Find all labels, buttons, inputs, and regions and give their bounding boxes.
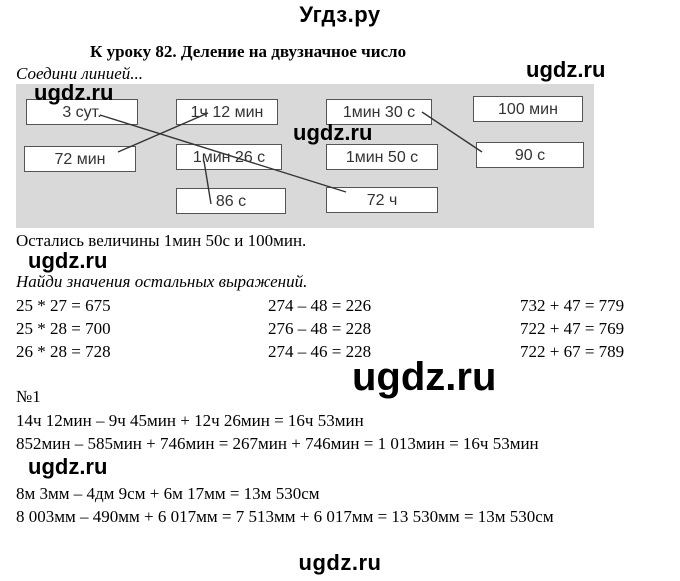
box-90s: 90 с [476,142,584,168]
expr-col2-row1: 274 – 48 = 226 [268,296,372,315]
box-100min: 100 мин [473,96,583,122]
watermark: ugdz.ru [293,120,373,145]
problem1-line3: 8м 3мм – 4дм 9см + 6м 17мм = 13м 530см [16,484,320,503]
box-1h-12min: 1ч 12 мин [176,99,278,125]
watermark: ugdz.ru [28,454,108,479]
task1-instruction: Соедини линией... [16,64,144,83]
problem1-line2: 852мин – 585мин + 746мин = 267мин + 746м… [16,434,539,453]
box-1min-30s: 1мин 30 с [326,99,432,125]
expr-col1-row2: 25 * 28 = 700 [16,319,111,338]
problem1-line4: 8 003мм – 490мм + 6 017мм = 7 513мм + 6 … [16,507,554,526]
task2-instruction: Найди значения остальных выражений. [16,272,308,291]
problem1-line1: 14ч 12мин – 9ч 45мин + 12ч 26мин = 16ч 5… [16,411,364,430]
watermark: ugdz.ru [28,248,108,273]
expr-col2-row2: 276 – 48 = 228 [268,319,372,338]
expr-col3-row3: 722 + 67 = 789 [520,342,625,361]
expr-col1-row3: 26 * 28 = 728 [16,342,111,361]
expr-col3-row1: 732 + 47 = 779 [520,296,625,315]
lesson-heading: К уроку 82. Деление на двузначное число [90,42,407,61]
box-72h: 72 ч [326,187,438,213]
box-1min-26s: 1мин 26 с [176,144,282,170]
watermark: ugdz.ru [352,355,497,399]
box-72min: 72 мин [24,146,136,172]
site-title-top[interactable]: Угдз.ру [299,2,381,27]
expr-col1-row1: 25 * 27 = 675 [16,296,111,315]
site-title-bottom[interactable]: ugdz.ru [298,550,382,575]
watermark: ugdz.ru [34,80,114,105]
box-86s: 86 с [176,188,286,214]
watermark: ugdz.ru [526,57,606,82]
expr-col2-row3: 274 – 46 = 228 [268,342,372,361]
problem1-label: №1 [16,387,41,406]
task1-result: Остались величины 1мин 50с и 100мин. [16,231,307,250]
expr-col3-row2: 722 + 47 = 769 [520,319,625,338]
box-3-days: 3 сут. [26,99,138,125]
box-1min-50s: 1мин 50 с [326,144,438,170]
